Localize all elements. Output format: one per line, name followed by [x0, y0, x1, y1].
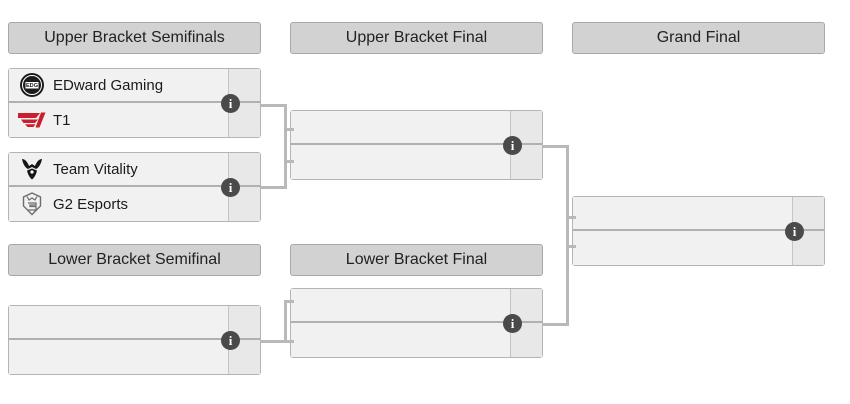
match-lbf-1[interactable]: i [290, 288, 543, 358]
team-cell[interactable]: G2 Esports [9, 187, 228, 221]
score-cell [228, 340, 260, 374]
round-header-upper-bracket-semifinals: Upper Bracket Semifinals [8, 22, 261, 54]
team-cell[interactable]: Team Vitality [9, 153, 228, 185]
connector-ubf-in-bottom [284, 160, 294, 163]
team-cell[interactable]: EDG EDward Gaming [9, 69, 228, 101]
match-grand-final[interactable]: i [572, 196, 825, 266]
connector-ubsf-join [284, 104, 287, 189]
match-row[interactable] [291, 111, 542, 145]
team-cell[interactable] [573, 231, 792, 265]
match-ubf-1[interactable]: i [290, 110, 543, 180]
connector-lbf-to-gf [566, 245, 569, 326]
connector-lbsf-riser [284, 300, 287, 343]
team-cell[interactable] [291, 111, 510, 143]
match-info-icon[interactable]: i [221, 94, 240, 113]
t1-logo [17, 107, 47, 133]
team-vitality-logo [17, 156, 47, 182]
round-header-grand-final: Grand Final [572, 22, 825, 54]
connector-lbf-in-top [284, 300, 294, 303]
connector-ubf-in-top [284, 128, 294, 131]
connector-ubsf2-out [261, 186, 287, 189]
connector-lbf-out [543, 323, 569, 326]
edward-gaming-logo: EDG [17, 72, 47, 98]
connector-lbf-in-bottom [284, 340, 294, 343]
match-row[interactable] [291, 145, 542, 179]
connector-lbsf-out [261, 340, 287, 343]
match-info-icon[interactable]: i [503, 314, 522, 333]
match-row[interactable] [291, 323, 542, 357]
match-row[interactable]: Team Vitality [9, 153, 260, 187]
connector-gf-join [566, 145, 569, 247]
team-name: G2 Esports [53, 195, 129, 213]
team-name: EDward Gaming [53, 76, 164, 94]
team-cell[interactable] [9, 306, 228, 338]
match-row[interactable] [9, 340, 260, 374]
connector-ubf-out [543, 145, 569, 148]
team-cell[interactable] [573, 197, 792, 229]
team-name: T1 [53, 111, 71, 129]
team-cell[interactable] [9, 340, 228, 374]
match-ubsf-1[interactable]: EDG EDward Gaming T1 [8, 68, 261, 138]
connector-gf-in-bottom [566, 245, 576, 248]
connector-gf-in-top [566, 216, 576, 219]
match-info-icon[interactable]: i [503, 136, 522, 155]
match-info-icon[interactable]: i [221, 178, 240, 197]
match-row[interactable]: T1 [9, 103, 260, 137]
connector-ubsf1-out [261, 104, 287, 107]
g2-esports-logo [17, 191, 47, 217]
team-cell[interactable] [291, 289, 510, 321]
match-row[interactable] [573, 231, 824, 265]
match-lbsf-1[interactable]: i [8, 305, 261, 375]
round-header-lower-bracket-final: Lower Bracket Final [290, 244, 543, 276]
team-cell[interactable]: T1 [9, 103, 228, 137]
match-info-icon[interactable]: i [221, 331, 240, 350]
team-cell[interactable] [291, 323, 510, 357]
round-header-upper-bracket-final: Upper Bracket Final [290, 22, 543, 54]
match-ubsf-2[interactable]: Team Vitality G2 Esports i [8, 152, 261, 222]
team-cell[interactable] [291, 145, 510, 179]
svg-text:EDG: EDG [26, 83, 38, 89]
round-header-lower-bracket-semifinal: Lower Bracket Semifinal [8, 244, 261, 276]
team-name: Team Vitality [53, 160, 138, 178]
match-info-icon[interactable]: i [785, 222, 804, 241]
match-row[interactable]: EDG EDward Gaming [9, 69, 260, 103]
match-row[interactable] [573, 197, 824, 231]
